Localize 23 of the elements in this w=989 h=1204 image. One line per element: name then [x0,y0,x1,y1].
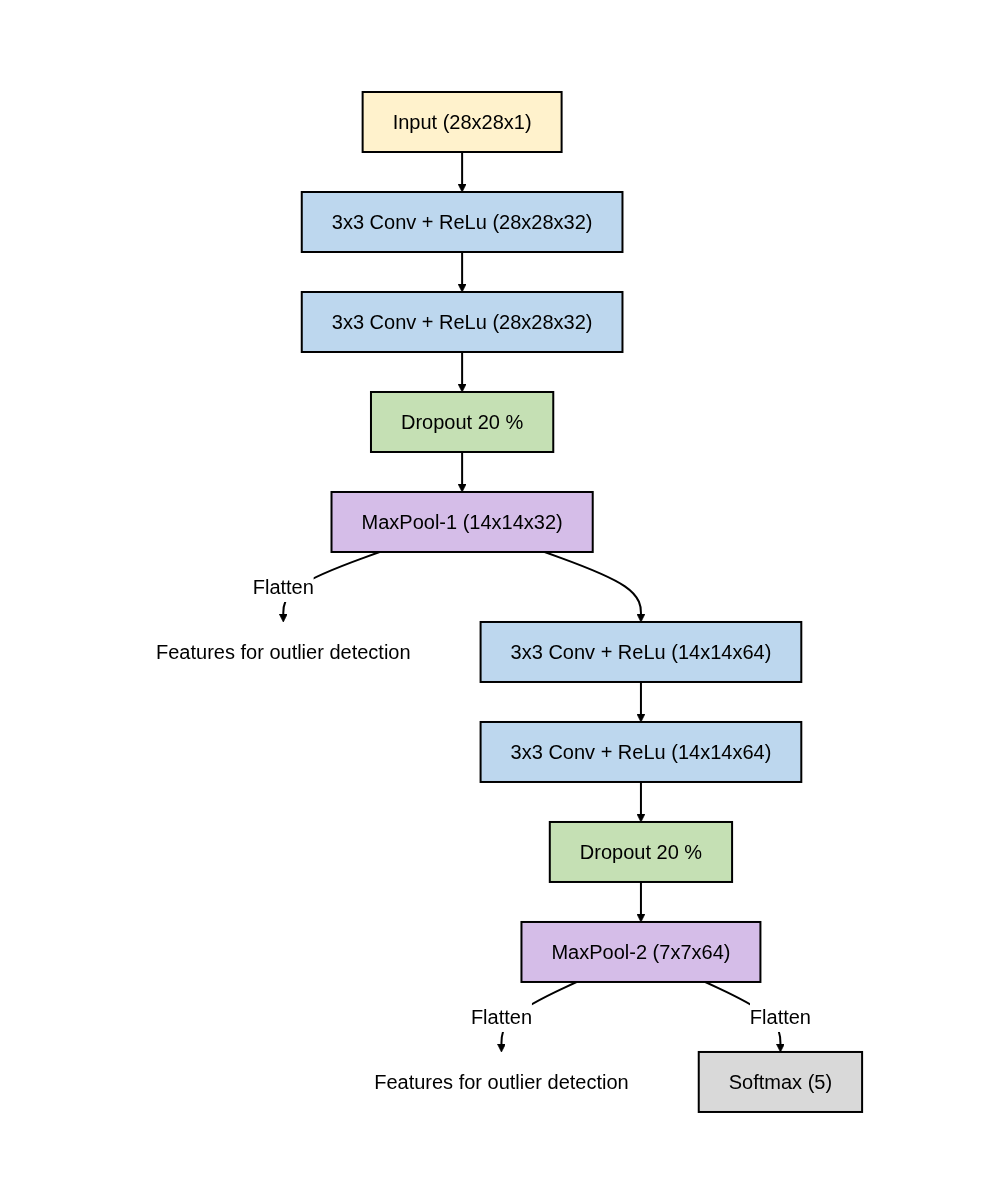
arrow [637,681,646,723]
arrow [458,151,467,193]
node-box: Input (28x28x1) [362,91,564,153]
node-box: Dropout 20 % [370,391,555,453]
node-box: Softmax (5) [698,1051,864,1113]
node-text: Features for outlier detection [374,1070,630,1093]
node-box: 3x3 Conv + ReLu (14x14x64) [480,621,803,683]
node-box: MaxPool-1 (14x14x32) [330,491,595,553]
node-box: 3x3 Conv + ReLu (28x28x32) [301,291,624,353]
edge-label: Flatten [471,1005,533,1028]
edge-label: Flatten [750,1005,812,1028]
arrow [544,551,646,623]
edge-label: Flatten [253,576,315,598]
arrow [458,351,467,393]
arrow [637,881,646,923]
node-box: MaxPool-2 (7x7x64) [520,921,762,983]
node-text: Features for outlier detection [156,641,412,663]
arrow [458,251,467,293]
arrow [637,781,646,823]
node-box: 3x3 Conv + ReLu (28x28x32) [301,191,624,253]
node-box: Dropout 20 % [549,821,734,883]
node-box: 3x3 Conv + ReLu (14x14x64) [480,721,803,783]
arrow [458,451,467,493]
